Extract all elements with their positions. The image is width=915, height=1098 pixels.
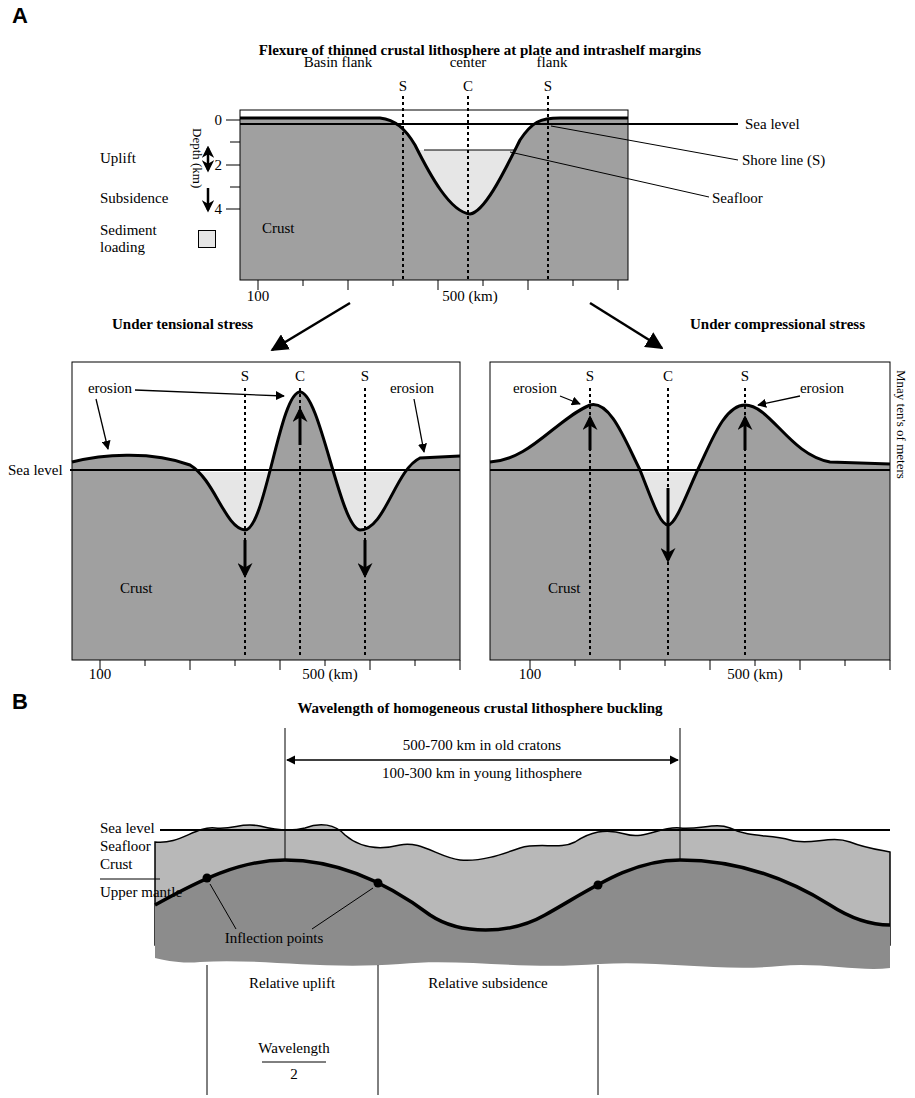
label: erosion (513, 380, 557, 397)
label: Under compressional stress (690, 316, 895, 333)
label: Mnay ten's of meters (893, 370, 910, 479)
label: erosion (88, 380, 132, 397)
label: erosion (390, 380, 434, 397)
label: 500 (km) (302, 666, 357, 683)
compression-panel (490, 362, 890, 660)
panel-letter: A (12, 4, 28, 28)
label: 0 (215, 112, 223, 129)
label: 100 (519, 666, 542, 683)
buckling-section (100, 728, 890, 1095)
panel-letter: B (12, 690, 28, 714)
label: 500-700 km in old cratons (401, 737, 563, 754)
label: Crust (100, 856, 133, 873)
label: C (295, 368, 305, 385)
label: Upper mantle (100, 884, 182, 901)
label: S (544, 78, 552, 95)
label: center (450, 54, 487, 71)
label: 2 (290, 1066, 298, 1083)
legend-text: Uplift (100, 150, 190, 167)
label: 500 (km) (727, 666, 782, 683)
label: Relative subsidence (428, 975, 548, 992)
label: S (241, 368, 249, 385)
label: 2 (215, 157, 223, 174)
label: C (663, 368, 673, 385)
label: 100 (89, 666, 112, 683)
label: Crust (120, 580, 153, 597)
legend-text: Sediment loading (100, 222, 190, 256)
label: S (361, 368, 369, 385)
label: Sea level (745, 116, 800, 133)
label: C (463, 78, 473, 95)
label: Crust (548, 580, 581, 597)
label: 100-300 km in young lithosphere (380, 765, 584, 782)
label: Depth (km) (189, 128, 206, 188)
axis-ticks (100, 280, 890, 670)
label: 500 (km) (442, 288, 497, 305)
label: S (586, 368, 594, 385)
tension-panel (70, 362, 460, 660)
label: Inflection points (225, 930, 324, 947)
label: flank (537, 54, 568, 71)
label: Seafloor (712, 190, 763, 207)
label: S (399, 78, 407, 95)
label: Under tensional stress (112, 316, 262, 333)
label: Seafloor (100, 838, 151, 855)
label: S (741, 368, 749, 385)
label: Relative uplift (249, 975, 335, 992)
label: Sea level (100, 820, 155, 837)
label: Crust (262, 220, 295, 237)
label: Basin flank (304, 54, 373, 71)
top-panel (226, 96, 738, 350)
legend-text: Subsidence (100, 190, 190, 207)
label: Shore line (S) (742, 152, 825, 169)
label: Sea level (8, 462, 63, 479)
legend-arrows (207, 148, 210, 210)
label: 100 (247, 288, 270, 305)
label: erosion (800, 380, 844, 397)
panel-title: Wavelength of homogeneous crustal lithos… (297, 700, 662, 717)
legend-swatch (198, 230, 216, 248)
label: Wavelength (258, 1040, 329, 1057)
label: 4 (215, 201, 223, 218)
